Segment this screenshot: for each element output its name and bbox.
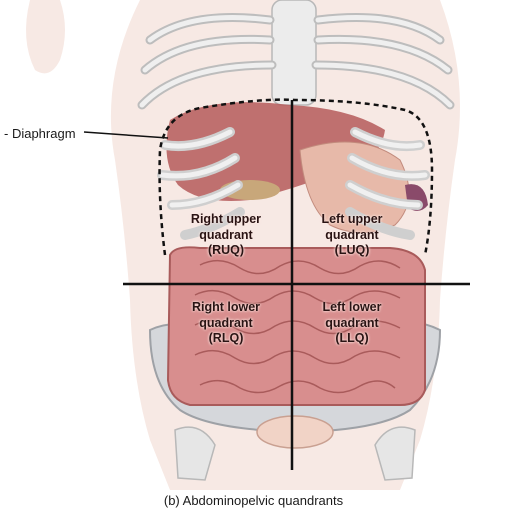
rlq-label: Right lower quadrant (RLQ) — [161, 300, 291, 347]
diaphragm-outline — [158, 98, 434, 256]
rlq-line-2: quadrant — [199, 315, 253, 330]
ruq-line-3: (RUQ) — [207, 243, 245, 257]
large-intestine — [166, 246, 426, 406]
liver — [166, 102, 385, 201]
femur-heads — [174, 426, 416, 481]
llq-line-2: quadrant — [325, 315, 379, 330]
small-intestine — [194, 259, 401, 394]
rlq-line-3: (RLQ) — [208, 331, 244, 345]
figure-caption: (b) Abdominopelvic quandrants — [163, 493, 344, 508]
llq-line-1: Left lower — [322, 300, 382, 314]
ruq-line-2: quadrant — [199, 227, 253, 242]
diaphragm-pointer — [83, 131, 169, 139]
ruq-label: Right upper quadrant (RUQ) — [161, 212, 291, 259]
luq-line-3: (LUQ) — [334, 243, 370, 257]
sternum — [271, 0, 317, 106]
bladder — [256, 415, 334, 449]
ruq-line-1: Right upper — [190, 212, 262, 226]
arm-silhouette — [26, 0, 65, 74]
luq-line-2: quadrant — [325, 227, 379, 242]
luq-line-1: Left upper — [321, 212, 383, 226]
llq-line-3: (LLQ) — [335, 331, 369, 345]
rlq-line-1: Right lower — [191, 300, 261, 314]
llq-label: Left lower quadrant (LLQ) — [287, 300, 417, 347]
diaphragm-label: - Diaphragm — [4, 126, 76, 141]
luq-label: Left upper quadrant (LUQ) — [287, 212, 417, 259]
